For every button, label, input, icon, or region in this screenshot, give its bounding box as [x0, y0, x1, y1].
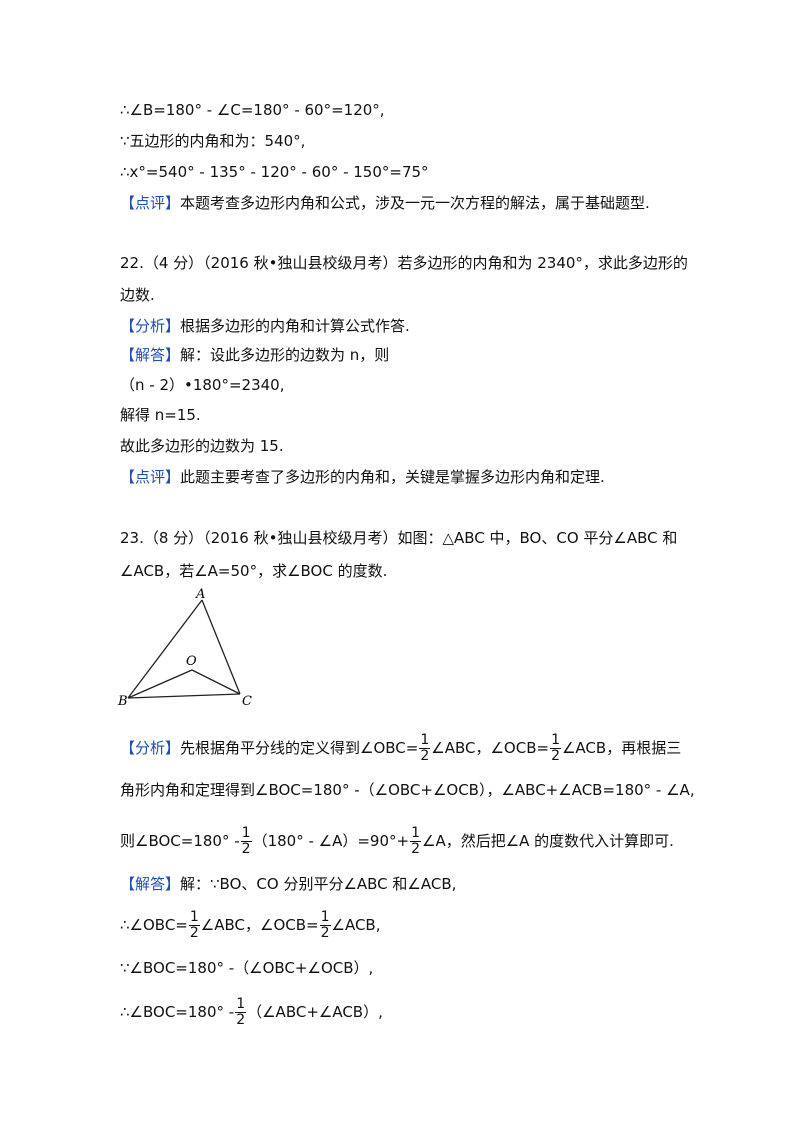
- question-22-cont: 边数.: [120, 286, 155, 304]
- comment-tag: 【点评】: [120, 468, 181, 486]
- analysis-line: 角形内角和定理得到∠BOC=180° -（∠OBC+∠OCB），∠ABC+∠AC…: [120, 781, 695, 799]
- solution-text: ∠ABC，∠OCB=: [200, 916, 319, 934]
- solution-line: 【解答】解：∵BO、CO 分别平分∠ABC 和∠ACB,: [120, 874, 456, 894]
- solution-line: ∵∠BOC=180° -（∠OBC+∠OCB）,: [120, 959, 374, 977]
- solution-tag: 【解答】: [120, 346, 181, 364]
- text-line: ∴∠B=180° - ∠C=180° - 60°=120°,: [120, 101, 385, 119]
- solution-tag: 【解答】: [120, 875, 181, 893]
- analysis-text: ∠A，然后把∠A 的度数代入计算即可.: [422, 832, 674, 850]
- comment-tag: 【点评】: [120, 194, 181, 212]
- question-23: 23.（8 分）（2016 秋•独山县校级月考）如图：△ABC 中，BO、CO …: [120, 529, 678, 547]
- solution-text: ∴∠OBC=: [120, 916, 188, 934]
- text-line: ∵五边形的内角和为：540°,: [120, 132, 306, 150]
- vertex-label-a: A: [195, 587, 205, 602]
- point-label-o: O: [186, 654, 197, 669]
- solution-text: 解：∵BO、CO 分别平分∠ABC 和∠ACB,: [180, 875, 457, 893]
- analysis-text: （180° - ∠A）=90°+: [252, 832, 410, 850]
- solution-text: （∠ABC+∠ACB）,: [247, 1003, 383, 1021]
- triangle-figure: A B C O: [117, 587, 252, 709]
- vertex-label-b: B: [117, 694, 128, 709]
- edge-ab: [127, 599, 203, 699]
- equation-line: 解得 n=15.: [120, 406, 201, 424]
- question-23-cont: ∠ACB，若∠A=50°，求∠BOC 的度数.: [120, 562, 388, 580]
- solution-text: 解：设此多边形的边数为 n，则: [180, 346, 390, 364]
- analysis-tag: 【分析】: [120, 317, 181, 335]
- edge-ac: [201, 599, 241, 695]
- analysis-tag: 【分析】: [120, 739, 181, 757]
- analysis-text: ∠ACB，再根据三: [561, 739, 682, 757]
- analysis-text: 先根据角平分线的定义得到∠OBC=: [180, 739, 419, 757]
- analysis-text: 根据多边形的内角和计算公式作答.: [180, 317, 410, 335]
- text-line: ∴x°=540° - 135° - 120° - 60° - 150°=75°: [120, 163, 429, 181]
- analysis-text: 则∠BOC=180° -: [120, 832, 240, 850]
- comment-line: 【点评】本题考查多边形内角和公式，涉及一元一次方程的解法，属于基础题型.: [120, 193, 650, 213]
- question-22: 22.（4 分）（2016 秋•独山县校级月考）若多边形的内角和为 2340°，…: [120, 254, 688, 272]
- analysis-text: ∠ABC，∠OCB=: [431, 739, 550, 757]
- vertex-label-c: C: [242, 694, 252, 709]
- edge-bc: [127, 693, 241, 699]
- solution-text: ∴∠BOC=180° -: [120, 1003, 235, 1021]
- solution-line: 【解答】解：设此多边形的边数为 n，则: [120, 345, 389, 365]
- comment-line: 【点评】此题主要考查了多边形的内角和，关键是掌握多边形内角和定理.: [120, 467, 605, 487]
- comment-text: 本题考查多边形内角和公式，涉及一元一次方程的解法，属于基础题型.: [180, 194, 650, 212]
- bisector-co: [191, 669, 241, 695]
- analysis-line: 【分析】根据多边形的内角和计算公式作答.: [120, 316, 410, 336]
- equation-line: （n - 2）•180°=2340,: [120, 376, 285, 394]
- bisector-bo: [127, 669, 193, 699]
- solution-text: ∠ACB,: [331, 916, 381, 934]
- comment-text: 此题主要考查了多边形的内角和，关键是掌握多边形内角和定理.: [180, 468, 605, 486]
- equation-line: 故此多边形的边数为 15.: [120, 437, 284, 455]
